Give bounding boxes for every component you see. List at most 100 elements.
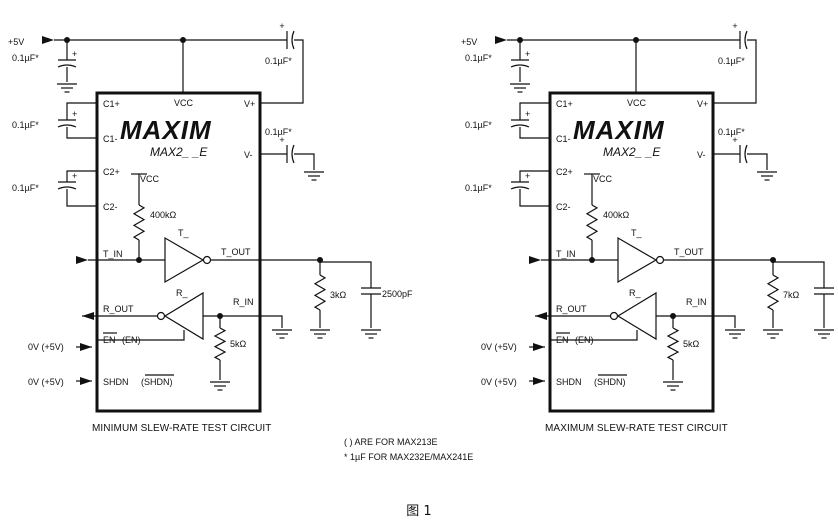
control-label: 0V (+5V) <box>481 377 517 387</box>
wire <box>656 315 736 328</box>
cap-label: 0.1µF* <box>465 183 492 193</box>
ground-symbol <box>271 329 293 339</box>
cap-label: 0.1µF* <box>265 127 292 137</box>
footnote-parentheses: ( ) ARE FOR MAX213E <box>344 437 438 447</box>
svg-text:+: + <box>72 49 77 59</box>
control-label: 0V (+5V) <box>28 342 64 352</box>
input-arrow <box>76 256 88 264</box>
resistor-symbol <box>213 327 227 361</box>
pin-tout: T_OUT <box>674 247 704 257</box>
pin-en-alt: (EN) <box>575 335 594 345</box>
cap-label: 0.1µF* <box>465 120 492 130</box>
pin-en: EN <box>556 335 569 345</box>
pin-c2minus: C2- <box>556 202 571 212</box>
ground-symbol <box>813 329 835 339</box>
ground-symbol <box>509 83 531 93</box>
cap-label: 0.1µF* <box>265 56 292 66</box>
inverter-bubble <box>202 255 212 265</box>
inverter-bubble <box>609 311 619 321</box>
receiver-label: R_ <box>629 288 641 298</box>
enable-wire <box>550 330 638 341</box>
wire <box>519 170 550 182</box>
resistor-symbol <box>766 274 780 311</box>
svg-text:+: + <box>732 135 737 145</box>
resistor-symbol <box>132 204 146 241</box>
ground-symbol <box>756 171 778 181</box>
circuit-title: MINIMUM SLEW-RATE TEST CIRCUIT <box>92 423 272 434</box>
circuit-title: MAXIMUM SLEW-RATE TEST CIRCUIT <box>545 423 728 434</box>
inverter-bubble <box>156 311 166 321</box>
figure-caption: 图 1 <box>406 504 431 519</box>
capacitor-symbol: + <box>57 109 77 128</box>
load-resistor-label: 3kΩ <box>330 290 347 300</box>
ic-package <box>95 91 262 413</box>
driver-label: T_ <box>631 228 642 238</box>
wire <box>66 127 97 139</box>
resistor-symbol <box>585 204 599 241</box>
ground-symbol <box>662 381 684 391</box>
pin-rin: R_IN <box>686 297 707 307</box>
driver-label: T_ <box>178 228 189 238</box>
part-number: MAX2_ _E <box>150 145 208 159</box>
svg-text:+: + <box>279 135 284 145</box>
pin-shdn: SHDN <box>103 377 129 387</box>
load-capacitor-label: 2500pF <box>382 289 413 299</box>
footnotes: ( ) ARE FOR MAX213E * 1µF FOR MAX232E/MA… <box>344 437 473 462</box>
internal-vcc: VCC <box>140 174 160 184</box>
svg-text:+: + <box>72 171 77 181</box>
pin-c1plus: C1+ <box>556 99 573 109</box>
input-arrow <box>42 36 54 44</box>
control-label: 0V (+5V) <box>28 377 64 387</box>
wire <box>713 39 757 104</box>
cap-label: 0.1µF* <box>718 127 745 137</box>
brand-logo: MAXIM <box>120 115 212 145</box>
input-arrow <box>529 256 541 264</box>
wire <box>294 153 315 170</box>
brand-logo: MAXIM <box>573 115 665 145</box>
supply-label: +5V <box>8 37 24 47</box>
pin-rout: R_OUT <box>103 304 134 314</box>
cap-label: 0.1µF* <box>12 53 39 63</box>
pin-vminus: V- <box>244 150 253 160</box>
pin-en: EN <box>103 335 116 345</box>
svg-text:+: + <box>525 171 530 181</box>
resistor-symbol <box>313 274 327 311</box>
control-label: 0V (+5V) <box>481 342 517 352</box>
pin-rout: R_OUT <box>556 304 587 314</box>
pin-vcc: VCC <box>174 98 194 108</box>
inverter-bubble <box>655 255 665 265</box>
part-number: MAX2_ _E <box>603 145 661 159</box>
capacitor-symbol: + <box>57 49 77 68</box>
cap-label: 0.1µF* <box>465 53 492 63</box>
pin-en-alt: (EN) <box>122 335 141 345</box>
pin-vplus: V+ <box>697 99 708 109</box>
wire <box>519 189 550 207</box>
footnote-asterisk: * 1µF FOR MAX232E/MAX241E <box>344 452 473 462</box>
pin-c1minus: C1- <box>556 134 571 144</box>
pin-vplus: V+ <box>244 99 255 109</box>
wire <box>203 315 283 328</box>
pin-vminus: V- <box>697 150 706 160</box>
ground-symbol <box>724 329 746 339</box>
junction-dot <box>589 257 595 263</box>
wire <box>66 189 97 207</box>
resistor-symbol <box>666 327 680 361</box>
svg-text:+: + <box>525 49 530 59</box>
ground-symbol <box>360 329 382 339</box>
rin-resistor-label: 5kΩ <box>683 339 700 349</box>
ground-symbol <box>56 83 78 93</box>
ground-symbol <box>309 329 331 339</box>
pin-tin: T_IN <box>556 249 576 259</box>
wire <box>320 261 372 288</box>
ground-symbol <box>209 381 231 391</box>
svg-text:+: + <box>279 21 284 31</box>
pin-vcc: VCC <box>627 98 647 108</box>
capacitor-symbol: + <box>732 135 748 164</box>
input-arrow <box>495 36 507 44</box>
ic-package <box>548 91 715 413</box>
internal-vcc: VCC <box>593 174 613 184</box>
load-resistor-label: 7kΩ <box>783 290 800 300</box>
capacitor-symbol: + <box>510 109 530 128</box>
